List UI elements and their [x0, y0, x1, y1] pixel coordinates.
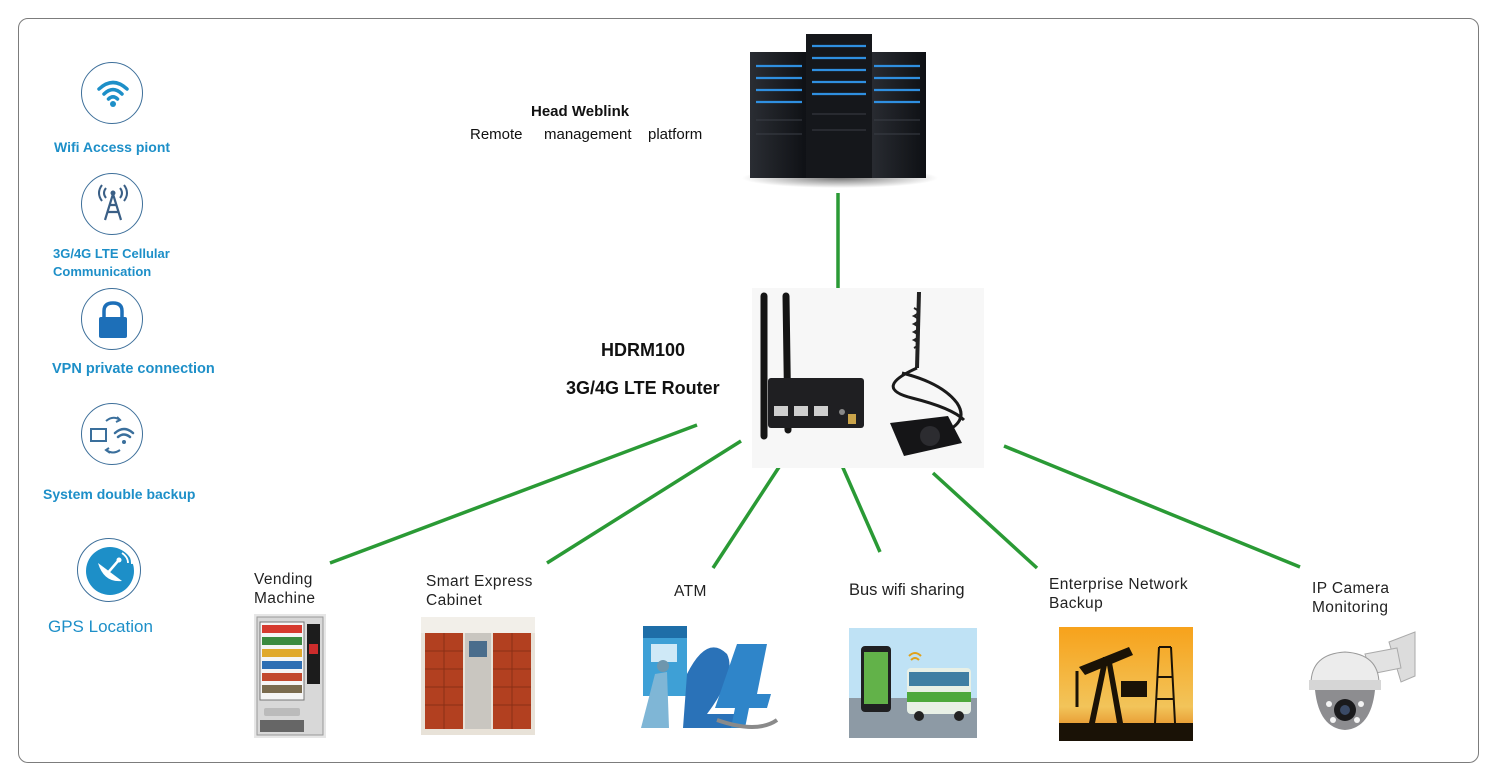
- app-label-camera-1: IP Camera: [1312, 580, 1390, 597]
- oil-pump-image: [1059, 627, 1193, 741]
- app-label-cabinet-1: Smart Express: [426, 573, 533, 590]
- router-description: 3G/4G LTE Router: [566, 378, 720, 398]
- atm-image: [641, 626, 779, 729]
- ip-camera-image: [1309, 631, 1416, 730]
- wifi-icon: [81, 62, 143, 124]
- link-router-enterprise: [931, 471, 1039, 570]
- server-rack-image: [742, 34, 938, 188]
- app-label-camera-2: Monitoring: [1312, 599, 1389, 616]
- express-cabinet-image: [421, 617, 535, 735]
- app-label-vending-2: Machine: [254, 590, 316, 607]
- lock-icon: [81, 288, 143, 350]
- link-router-bus: [838, 460, 882, 553]
- server-subtitle-1: Remote: [470, 126, 523, 143]
- backup-icon: [81, 403, 143, 465]
- satellite-dish-icon: [77, 538, 141, 602]
- app-label-enterprise-2: Backup: [1049, 595, 1104, 612]
- router-image: [752, 288, 984, 468]
- link-router-atm: [711, 460, 785, 569]
- diagram-frame: [18, 18, 1479, 763]
- feature-label-cellular-2: Communication: [53, 264, 152, 279]
- feature-label-wifi: Wifi Access piont: [54, 139, 171, 155]
- app-label-bus: Bus wifi sharing: [849, 581, 965, 599]
- feature-label-cellular-1: 3G/4G LTE Cellular: [53, 246, 170, 261]
- server-title: Head Weblink: [531, 103, 630, 120]
- feature-label-gps: GPS Location: [48, 617, 153, 636]
- app-label-enterprise-1: Enterprise Network: [1049, 576, 1188, 593]
- link-router-camera: [1003, 444, 1301, 569]
- server-subtitle-3: platform: [648, 126, 703, 143]
- app-label-cabinet-2: Cabinet: [426, 592, 483, 609]
- bus-wifi-image: [849, 628, 977, 738]
- cell-tower-icon: [81, 173, 143, 235]
- vending-machine-image: [254, 614, 326, 738]
- feature-label-vpn: VPN private connection: [52, 361, 215, 377]
- feature-label-backup: System double backup: [43, 486, 196, 502]
- link-router-cabinet: [546, 439, 742, 565]
- router-model: HDRM100: [601, 340, 686, 360]
- server-subtitle-2: management: [544, 126, 632, 143]
- app-label-vending-1: Vending: [254, 571, 313, 588]
- link-router-vending: [329, 423, 698, 565]
- app-label-atm: ATM: [674, 583, 707, 600]
